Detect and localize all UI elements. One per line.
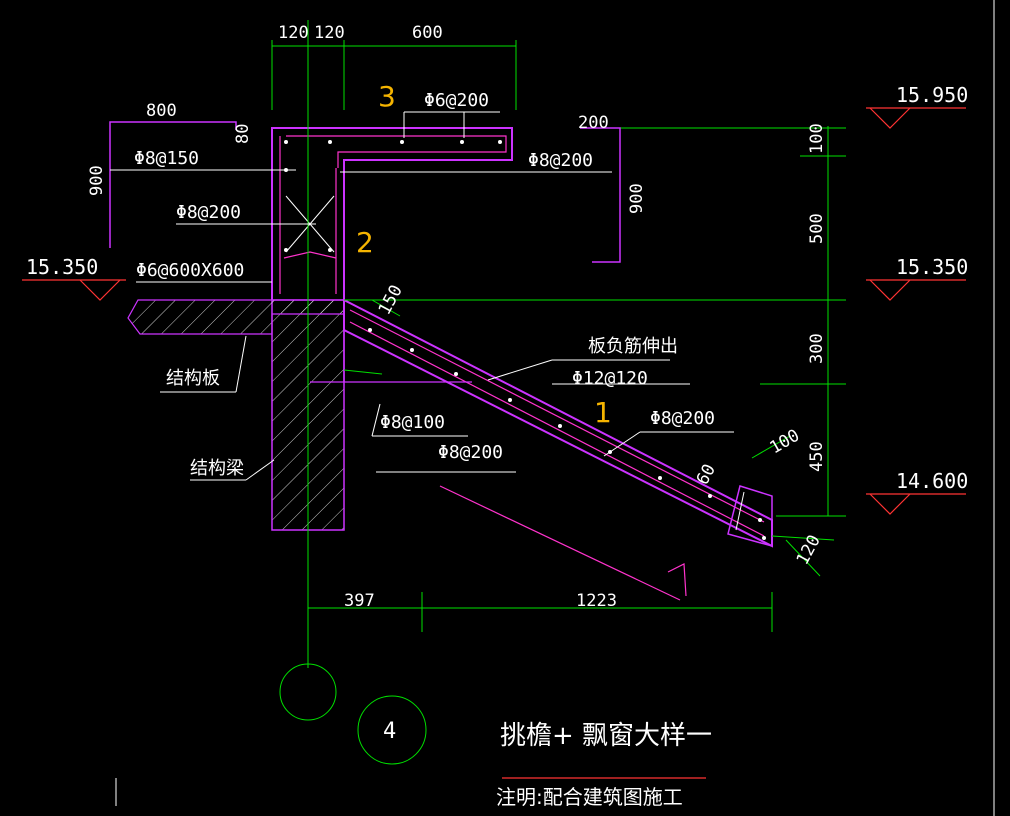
dim-120-left: 120 [278, 23, 309, 43]
dim-900-left: 900 [87, 165, 107, 196]
hook-bar-indicators [109, 121, 621, 263]
leader-lines [110, 0, 995, 816]
rebar-dots [284, 140, 766, 540]
elevation-15350-right: 15.350 [896, 255, 968, 279]
rebar-label-phi8-100: Φ8@100 [380, 412, 445, 433]
dim-100: 100 [807, 123, 827, 154]
section-number: 4 [383, 719, 396, 744]
rebar-label-phi8-200-right: Φ8@200 [528, 150, 593, 171]
construction-note: 注明:配合建筑图施工 [496, 785, 683, 809]
sloped-canopy [310, 298, 773, 601]
rebar-label-mesh: Φ6@600X600 [136, 260, 244, 281]
rebar-label-top-slab: Φ6@200 [424, 90, 489, 111]
dim-900-right: 900 [627, 183, 647, 214]
dim-500: 500 [807, 213, 827, 244]
structural-slab-label: 结构板 [166, 368, 220, 389]
structural-beam-label: 结构梁 [190, 458, 244, 479]
dim-300: 300 [807, 333, 827, 364]
dim-120-right: 120 [314, 23, 345, 43]
elevation-15350-left: 15.350 [26, 255, 98, 279]
dim-800: 800 [146, 101, 177, 121]
dim-100-tip: 100 [767, 426, 804, 459]
rebar-label-phi8-150: Φ8@150 [134, 148, 199, 169]
section-title: 挑檐+ 飘窗大样一 [500, 721, 712, 751]
callout-2: 2 [356, 226, 374, 259]
dim-1223: 1223 [576, 591, 617, 611]
dimension-lines [271, 20, 846, 765]
rebar-label-neg-bar-note: 板负筋伸出 [588, 336, 678, 357]
callout-3: 3 [378, 80, 396, 113]
dim-80: 80 [233, 124, 253, 144]
elevation-15950: 15.950 [896, 83, 968, 107]
dim-60-tip: 60 [693, 461, 720, 488]
dim-397: 397 [344, 591, 375, 611]
rebar-label-phi8-200-beam: Φ8@200 [176, 202, 241, 223]
dim-600: 600 [412, 23, 443, 43]
elevation-marks [22, 107, 966, 779]
callout-1: 1 [594, 396, 612, 429]
dim-150: 150 [375, 282, 407, 319]
elevation-14600: 14.600 [896, 469, 968, 493]
rebar-label-phi8-200-bottom: Φ8@200 [438, 442, 503, 463]
dim-450: 450 [807, 441, 827, 472]
dim-200-right: 200 [578, 113, 609, 133]
rebar-label-phi8-200-slope: Φ8@200 [650, 408, 715, 429]
rebar-label-phi12-120: Φ12@120 [572, 368, 648, 389]
